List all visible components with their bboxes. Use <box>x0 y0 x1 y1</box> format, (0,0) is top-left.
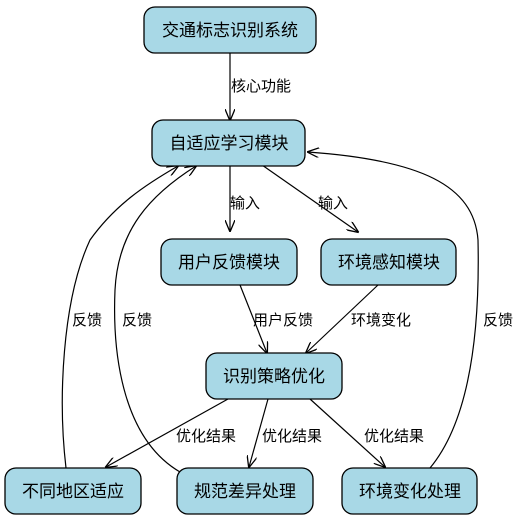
node-norm-diff-label: 规范差异处理 <box>194 482 296 502</box>
node-env-change: 环境变化处理 <box>341 467 478 515</box>
node-user-feedback: 用户反馈模块 <box>160 238 298 286</box>
edge-label-core-function: 核心功能 <box>231 77 291 95</box>
edge-optimize-to-env-change <box>309 398 385 467</box>
edge-region-feedback <box>61 166 178 469</box>
edge-label-input-user: 输入 <box>230 194 260 212</box>
edge-adaptive-to-env-sense <box>261 164 358 232</box>
edge-label-env-change: 环境变化 <box>351 311 411 329</box>
edge-label-user-feedback: 用户反馈 <box>253 311 313 329</box>
edge-label-input-env: 输入 <box>318 194 348 212</box>
node-env-sense-label: 环境感知模块 <box>338 253 440 273</box>
edge-label-feedback-region: 反馈 <box>72 311 102 329</box>
edge-optimize-to-norm-diff <box>249 398 269 467</box>
node-norm-diff: 规范差异处理 <box>176 467 314 515</box>
edge-label-feedback-env: 反馈 <box>483 311 513 329</box>
node-region: 不同地区适应 <box>4 467 142 515</box>
edge-label-feedback-norm: 反馈 <box>122 311 152 329</box>
node-optimize-label: 识别策略优化 <box>223 367 325 387</box>
node-user-feedback-label: 用户反馈模块 <box>178 253 280 273</box>
node-adaptive: 自适应学习模块 <box>151 119 306 167</box>
edges <box>61 53 479 473</box>
node-system-label: 交通标志识别系统 <box>162 21 298 41</box>
node-adaptive-label: 自适应学习模块 <box>170 134 289 154</box>
edge-env-change-feedback <box>308 152 479 469</box>
edge-labels: 核心功能 输入 输入 用户反馈 环境变化 优化结果 优化结果 优化结果 反馈 反… <box>72 77 513 445</box>
edge-optimize-to-region <box>106 398 229 467</box>
node-system: 交通标志识别系统 <box>143 6 317 54</box>
node-region-label: 不同地区适应 <box>22 482 124 502</box>
edge-label-result-norm: 优化结果 <box>262 427 322 445</box>
edge-label-result-region: 优化结果 <box>176 427 236 445</box>
node-env-change-label: 环境变化处理 <box>359 482 461 502</box>
edge-norm-diff-feedback <box>114 166 196 473</box>
node-optimize: 识别策略优化 <box>205 352 343 400</box>
edge-label-result-env: 优化结果 <box>364 427 424 445</box>
node-env-sense: 环境感知模块 <box>320 238 457 286</box>
edge-user-feedback-to-optimize <box>239 284 267 353</box>
edge-env-sense-to-optimize <box>306 284 379 353</box>
